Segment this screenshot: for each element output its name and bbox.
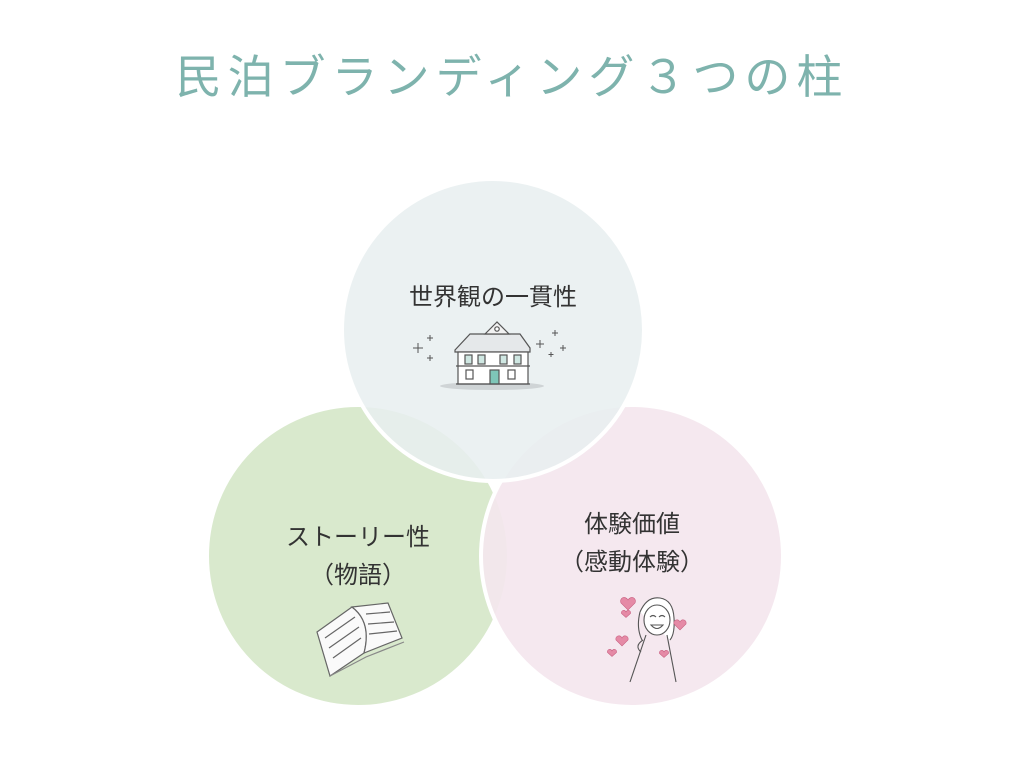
house-icon bbox=[440, 321, 544, 390]
story-label: ストーリー性 （物語） bbox=[208, 518, 508, 594]
worldview-label: 世界観の一貫性 bbox=[343, 278, 643, 316]
experience-subtext: （感動体験） bbox=[560, 548, 704, 576]
heart-icon bbox=[607, 597, 687, 658]
open-book-icon bbox=[316, 602, 405, 677]
story-subtext: （物語） bbox=[310, 561, 406, 589]
circle-experience bbox=[479, 403, 785, 709]
experience-label: 体験価値 （感動体験） bbox=[482, 505, 782, 581]
page-title: 民泊ブランディング３つの柱 bbox=[175, 50, 849, 104]
worldview-text: 世界観の一貫性 bbox=[409, 283, 577, 311]
story-text: ストーリー性 bbox=[286, 523, 430, 551]
sparkle-icon bbox=[413, 330, 566, 361]
experience-text: 体験価値 bbox=[584, 510, 680, 538]
happy-girl-icon bbox=[629, 597, 677, 683]
